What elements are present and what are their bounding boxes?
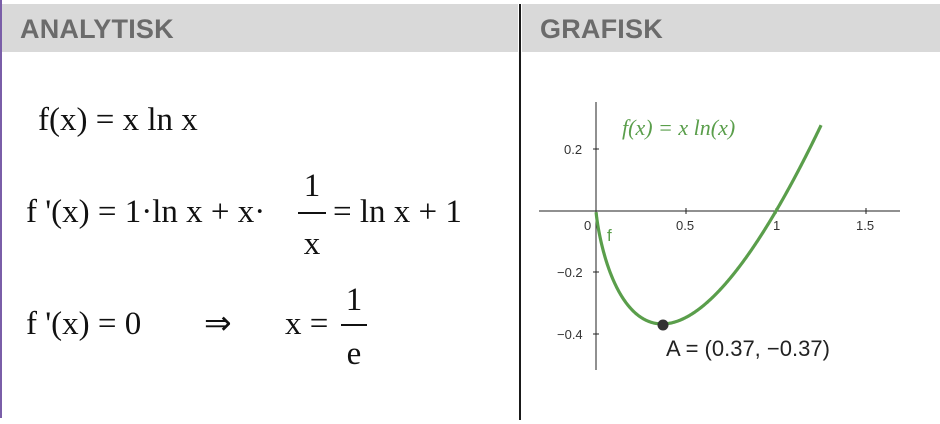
- point-a-marker[interactable]: [657, 319, 669, 331]
- equation-zero-lhs: f '(x) = 0: [26, 306, 142, 342]
- left-accent-bar: [0, 0, 2, 418]
- derivative-fraction-numerator: 1: [303, 168, 321, 204]
- x-tick-label-1.5: 1.5: [856, 218, 874, 233]
- analytic-title: ANALYTISK: [20, 14, 174, 44]
- solution-fraction-denominator: e: [346, 336, 362, 372]
- derivative-fraction-denominator: x: [303, 226, 321, 262]
- y-tick-label-neg-0.2: −0.2: [557, 265, 583, 280]
- y-tick-label-neg-0.4: −0.4: [557, 327, 583, 342]
- graphic-header: GRAFISK: [522, 4, 940, 52]
- graphic-title: GRAFISK: [540, 14, 663, 44]
- equation-derivative-rhs: = ln x + 1: [333, 194, 462, 230]
- curve-name-label: f: [607, 226, 612, 245]
- panel-divider: [519, 4, 521, 420]
- solution-fraction-numerator: 1: [345, 282, 363, 318]
- x-tick-label-0: 0: [584, 218, 591, 233]
- point-a-label: A = (0.37, −0.37): [666, 336, 830, 361]
- x-tick-label-0.5: 0.5: [676, 218, 694, 233]
- analytic-header: ANALYTISK: [2, 4, 518, 52]
- equation-zero-x: x =: [285, 306, 329, 342]
- x-tick-label-1: 1: [773, 218, 780, 233]
- solution-fraction-bar: [341, 324, 367, 326]
- equation-function: f(x) = x ln x: [38, 102, 198, 138]
- equation-derivative-lhs: f '(x) = 1·ln x + x·: [26, 194, 266, 230]
- derivative-fraction-bar: [298, 212, 326, 214]
- function-label: f(x) = x ln(x): [622, 115, 735, 140]
- y-tick-label-0.2: 0.2: [564, 142, 582, 157]
- implies-arrow: ⇒: [204, 306, 232, 342]
- curve-f-line: [594, 124, 823, 326]
